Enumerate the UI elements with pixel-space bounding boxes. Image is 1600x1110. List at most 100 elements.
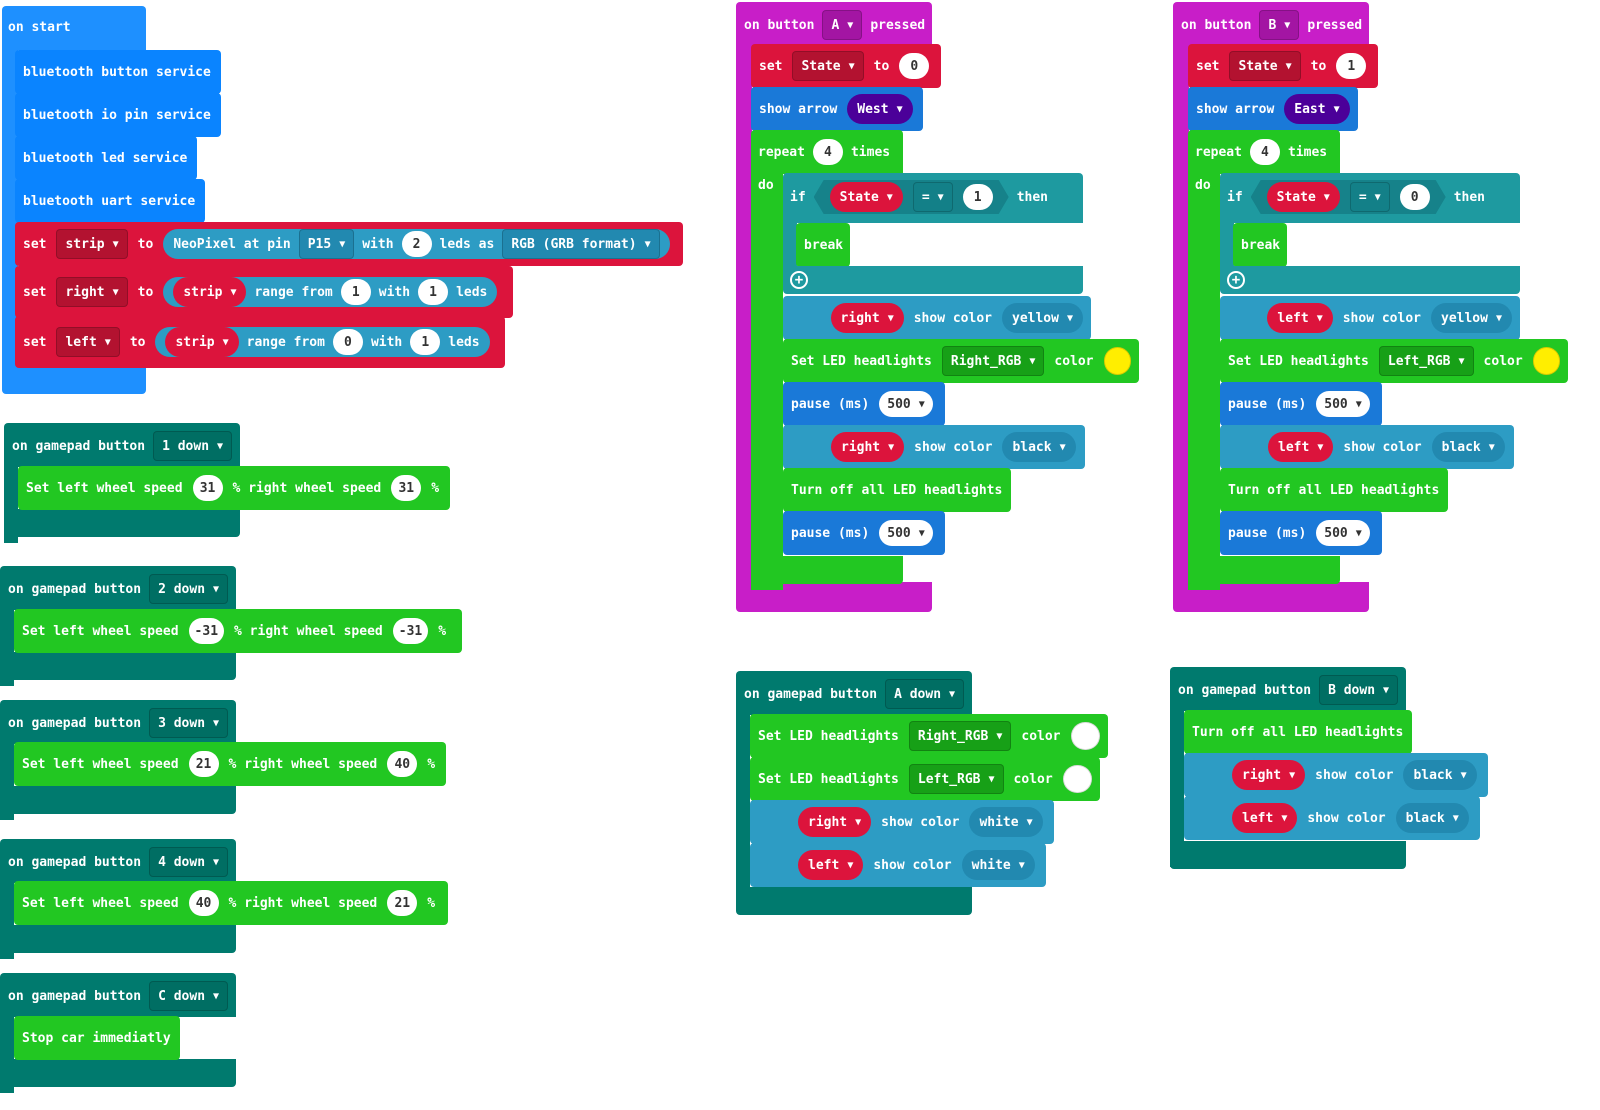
set-state-block[interactable]: set State▼ to 0 — [751, 44, 941, 88]
color-swatch[interactable] — [1103, 347, 1131, 375]
neopixel-block[interactable]: NeoPixel at pin P15▼ with 2 leds as RGB … — [163, 229, 670, 259]
range-count-input[interactable]: 1 — [410, 329, 441, 355]
set-led-headlights-block[interactable]: Set LED headlights Left_RGB▼ color — [1220, 339, 1568, 383]
pause-block[interactable]: pause (ms) 500▼ — [783, 382, 945, 426]
set-right-block[interactable]: set right▼ to strip▼ range from 1 with 1… — [15, 266, 513, 318]
set-strip-block[interactable]: set strip▼ to NeoPixel at pin P15▼ with … — [15, 222, 683, 266]
bluetooth-uart-service-block[interactable]: bluetooth uart service — [15, 179, 205, 223]
gamepad-button-dropdown[interactable]: 3 down▼ — [149, 708, 229, 738]
color-dropdown[interactable]: yellow▼ — [1431, 303, 1512, 333]
show-color-block[interactable]: left▼ show color white▼ — [750, 843, 1046, 887]
break-block[interactable]: break — [1233, 223, 1287, 267]
set-wheel-speed-block[interactable]: Set left wheel speed 40 % right wheel sp… — [14, 881, 448, 925]
pause-block[interactable]: pause (ms) 500▼ — [1220, 511, 1382, 555]
pause-duration-dropdown[interactable]: 500▼ — [879, 391, 933, 417]
range-from-input[interactable]: 0 — [332, 329, 363, 355]
left-speed-input[interactable]: 21 — [188, 751, 219, 777]
show-arrow-block[interactable]: show arrow East▼ — [1188, 87, 1358, 131]
color-swatch[interactable] — [1070, 722, 1100, 750]
range-block[interactable]: strip▼ range from 0 with 1 leds — [155, 327, 490, 357]
state-variable-dropdown[interactable]: State▼ — [1229, 51, 1301, 81]
set-led-headlights-block[interactable]: Set LED headlights Right_RGB▼ color — [783, 339, 1139, 383]
left-reporter[interactable]: left▼ — [1232, 803, 1298, 833]
pause-duration-dropdown[interactable]: 500▼ — [1316, 520, 1370, 546]
repeat-count-input[interactable]: 4 — [812, 139, 843, 165]
show-arrow-block[interactable]: show arrow West▼ — [751, 87, 923, 131]
state-variable-dropdown[interactable]: State▼ — [792, 51, 864, 81]
range-from-input[interactable]: 1 — [340, 279, 371, 305]
state-value-input[interactable]: 0 — [899, 53, 930, 79]
show-color-block[interactable]: left▼ show color yellow▼ — [1220, 296, 1520, 340]
gamepad-button-dropdown[interactable]: 4 down▼ — [149, 847, 229, 877]
set-state-block[interactable]: set State▼ to 1 — [1188, 44, 1378, 88]
strip-reporter[interactable]: strip▼ — [165, 327, 239, 357]
gamepad-button-dropdown[interactable]: A down▼ — [885, 679, 965, 709]
show-color-block[interactable]: left▼ show color black▼ — [1184, 796, 1480, 840]
pin-dropdown[interactable]: P15▼ — [298, 229, 355, 259]
color-swatch[interactable] — [1062, 765, 1092, 793]
color-dropdown[interactable]: white▼ — [961, 850, 1035, 880]
pause-block[interactable]: pause (ms) 500▼ — [1220, 382, 1382, 426]
turn-off-headlights-block[interactable]: Turn off all LED headlights — [783, 468, 1011, 512]
format-dropdown[interactable]: RGB (GRB format)▼ — [502, 229, 660, 259]
led-select-dropdown[interactable]: Right_RGB▼ — [941, 346, 1045, 376]
button-select-dropdown[interactable]: B▼ — [1259, 10, 1300, 40]
right-reporter[interactable]: right▼ — [1232, 760, 1306, 790]
left-reporter[interactable]: left▼ — [1267, 303, 1333, 333]
gamepad-button-dropdown[interactable]: 1 down▼ — [153, 431, 233, 461]
compare-value-input[interactable]: 0 — [1400, 184, 1430, 210]
bluetooth-led-service-block[interactable]: bluetooth led service — [15, 136, 197, 180]
left-reporter[interactable]: left▼ — [798, 850, 864, 880]
strip-reporter[interactable]: strip▼ — [173, 277, 247, 307]
break-block[interactable]: break — [796, 223, 850, 267]
color-swatch[interactable] — [1532, 347, 1560, 375]
color-dropdown[interactable]: white▼ — [969, 807, 1043, 837]
turn-off-headlights-block[interactable]: Turn off all LED headlights — [1220, 468, 1448, 512]
range-block[interactable]: strip▼ range from 1 with 1 leds — [163, 277, 498, 307]
button-select-dropdown[interactable]: A▼ — [822, 10, 863, 40]
set-wheel-speed-block[interactable]: Set left wheel speed 21 % right wheel sp… — [14, 742, 446, 786]
pause-block[interactable]: pause (ms) 500▼ — [783, 511, 945, 555]
state-reporter[interactable]: State▼ — [830, 182, 903, 212]
color-dropdown[interactable]: black▼ — [1002, 432, 1076, 462]
turn-off-headlights-block[interactable]: Turn off all LED headlights — [1184, 710, 1412, 754]
set-wheel-speed-block[interactable]: Set left wheel speed 31 % right wheel sp… — [18, 466, 450, 510]
right-speed-input[interactable]: -31 — [392, 618, 429, 644]
direction-dropdown[interactable]: East▼ — [1284, 94, 1350, 124]
led-select-dropdown[interactable]: Left_RGB▼ — [1378, 346, 1474, 376]
set-led-headlights-block[interactable]: Set LED headlights Right_RGB▼ color — [750, 714, 1108, 758]
right-reporter[interactable]: right▼ — [798, 807, 872, 837]
color-dropdown[interactable]: black▼ — [1403, 760, 1477, 790]
color-dropdown[interactable]: black▼ — [1395, 803, 1469, 833]
state-value-input[interactable]: 1 — [1336, 53, 1367, 79]
left-speed-input[interactable]: -31 — [188, 618, 225, 644]
show-color-block[interactable]: right▼ show color black▼ — [1184, 753, 1488, 797]
led-select-dropdown[interactable]: Right_RGB▼ — [908, 721, 1012, 751]
gamepad-button-dropdown[interactable]: 2 down▼ — [149, 574, 229, 604]
right-speed-input[interactable]: 31 — [391, 475, 422, 501]
pause-duration-dropdown[interactable]: 500▼ — [1316, 391, 1370, 417]
left-reporter[interactable]: left▼ — [1268, 432, 1334, 462]
right-reporter[interactable]: right▼ — [831, 432, 905, 462]
gamepad-button-dropdown[interactable]: C down▼ — [149, 981, 229, 1011]
led-select-dropdown[interactable]: Left_RGB▼ — [908, 764, 1004, 794]
left-speed-input[interactable]: 40 — [188, 890, 219, 916]
show-color-block[interactable]: right▼ show color white▼ — [750, 800, 1054, 844]
operator-dropdown[interactable]: =▼ — [1350, 182, 1390, 212]
compare-value-input[interactable]: 1 — [963, 184, 993, 210]
set-wheel-speed-block[interactable]: Set left wheel speed -31 % right wheel s… — [14, 609, 462, 653]
operator-dropdown[interactable]: =▼ — [913, 182, 953, 212]
range-count-input[interactable]: 1 — [418, 279, 449, 305]
left-speed-input[interactable]: 31 — [192, 475, 223, 501]
condition-block[interactable]: State▼ =▼ 1 — [814, 180, 1009, 214]
right-variable-dropdown[interactable]: right▼ — [56, 277, 128, 307]
right-speed-input[interactable]: 40 — [387, 751, 418, 777]
strip-variable-dropdown[interactable]: strip▼ — [56, 229, 128, 259]
show-color-block[interactable]: left▼ show color black▼ — [1220, 425, 1514, 469]
right-reporter[interactable]: right▼ — [830, 303, 904, 333]
show-color-block[interactable]: right▼ show color yellow▼ — [783, 296, 1091, 340]
set-left-block[interactable]: set left▼ to strip▼ range from 0 with 1 … — [15, 316, 505, 368]
direction-dropdown[interactable]: West▼ — [847, 94, 913, 124]
left-variable-dropdown[interactable]: left▼ — [56, 327, 120, 357]
color-dropdown[interactable]: black▼ — [1431, 432, 1505, 462]
